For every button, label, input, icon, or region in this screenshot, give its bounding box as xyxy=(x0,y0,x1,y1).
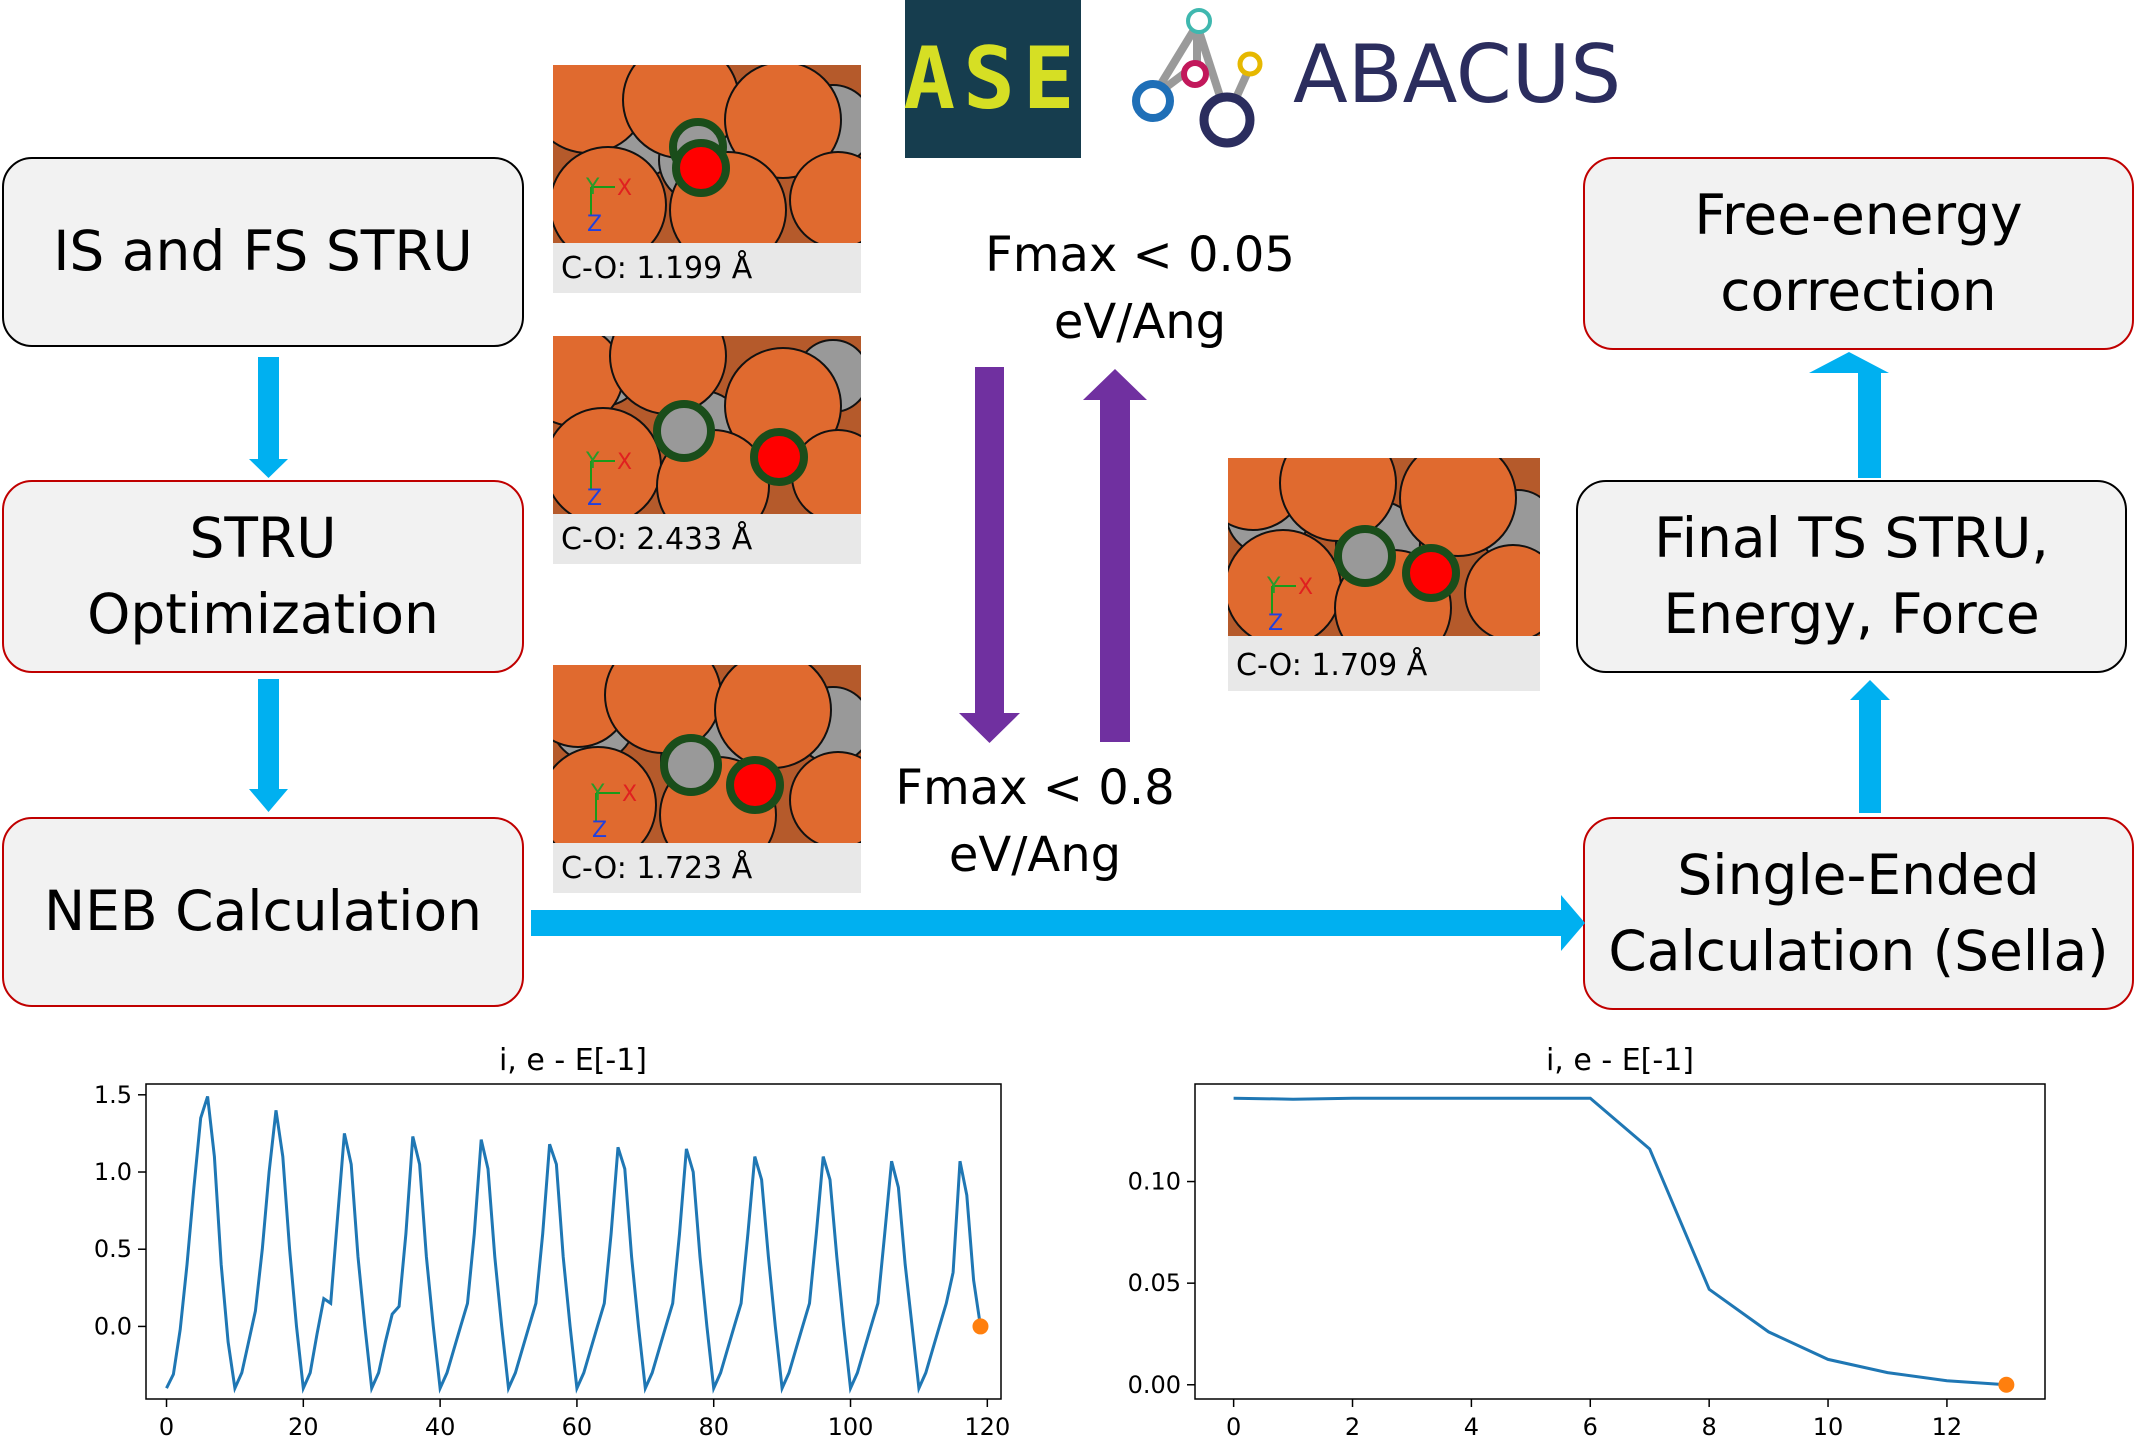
axis-triad-1: Y X Z xyxy=(585,175,632,237)
atomic-structure-2: Y X Z xyxy=(553,336,861,514)
x-tick-label: 120 xyxy=(964,1413,1010,1441)
x-tick-label: 40 xyxy=(425,1413,456,1441)
x-tick-label: 6 xyxy=(1583,1413,1598,1441)
stru-optimization-box: STRU Optimization xyxy=(2,480,524,673)
snapshot-2: Y X Z C-O: 2.433 Å xyxy=(553,336,861,564)
x-tick-label: 60 xyxy=(562,1413,593,1441)
arrow-down-1 xyxy=(249,357,288,478)
x-tick-label: 8 xyxy=(1702,1413,1717,1441)
is-fs-stru-label: IS and FS STRU xyxy=(53,219,473,284)
axis-x-glyph-1: X xyxy=(617,176,632,201)
axis-y-glyph-2: Y xyxy=(585,449,600,474)
flow-arrows xyxy=(249,352,1890,951)
endpoint-marker xyxy=(972,1318,989,1335)
free-energy-correction-box: Free-energy correction xyxy=(1583,157,2134,350)
free-energy-correction-label: Free-energy correction xyxy=(1694,182,2023,323)
axis-triad-2: Y X Z xyxy=(585,449,632,511)
final-ts-label: Final TS STRU, Energy, Force xyxy=(1654,505,2049,646)
plot-frame xyxy=(1194,1083,2046,1400)
plot-frame xyxy=(145,1083,1002,1400)
y-tick-label: 0.10 xyxy=(1128,1168,1181,1196)
abacus-logo-text: ABACUS xyxy=(1293,28,1622,121)
snapshot-caption-4: C-O: 1.709 Å xyxy=(1236,648,1428,683)
axis-z-glyph-1: Z xyxy=(587,212,602,237)
atomic-structure-3: Y X Z xyxy=(553,665,861,843)
fmax-loose-label: Fmax < 0.8 eV/Ang xyxy=(895,760,1175,884)
stru-optimization-label: STRU Optimization xyxy=(87,505,439,646)
snapshot-4: Y X Z C-O: 1.709 Å xyxy=(1228,458,1540,691)
x-tick-label: 80 xyxy=(698,1413,729,1441)
arrow-up-2 xyxy=(1850,680,1890,813)
endpoint-marker xyxy=(1998,1376,2015,1393)
series-line xyxy=(1233,1096,2007,1387)
snapshot-caption-2: C-O: 2.433 Å xyxy=(561,522,753,557)
arrow-right-neb xyxy=(531,895,1585,951)
axis-z-glyph-4: Z xyxy=(1268,611,1283,636)
axis-z-glyph-3: Z xyxy=(592,818,607,843)
y-tick-label: 1.0 xyxy=(94,1158,132,1186)
axis-z-glyph-2: Z xyxy=(587,486,602,511)
axis-x-glyph-2: X xyxy=(617,450,632,475)
snapshot-caption-3: C-O: 1.723 Å xyxy=(561,851,753,886)
x-tick-label: 0 xyxy=(1226,1413,1241,1441)
atomic-structure-1: Y X Z xyxy=(553,65,861,243)
x-tick-label: 20 xyxy=(288,1413,319,1441)
x-tick-label: 4 xyxy=(1464,1413,1479,1441)
arrow-down-purple xyxy=(959,367,1020,743)
x-tick-label: 0 xyxy=(159,1413,174,1441)
axis-x-glyph-3: X xyxy=(622,782,637,807)
criteria-arrows xyxy=(959,367,1147,743)
plot-title: i, e - E[-1] xyxy=(499,1043,647,1078)
y-tick-label: 0.05 xyxy=(1128,1269,1181,1297)
axis-triad-4: Y X Z xyxy=(1266,574,1313,636)
series-line xyxy=(165,1095,982,1394)
axis-triad-3: Y X Z xyxy=(590,781,637,843)
y-tick-label: 0.5 xyxy=(94,1235,132,1263)
neb-calculation-box: NEB Calculation xyxy=(2,817,524,1007)
snapshot-caption-1: C-O: 1.199 Å xyxy=(561,251,753,286)
is-fs-stru-box: IS and FS STRU xyxy=(2,157,524,347)
snapshot-1: Y X Z C-O: 1.199 Å xyxy=(553,65,861,293)
axis-y-glyph-3: Y xyxy=(590,781,605,806)
y-tick-label: 0.00 xyxy=(1128,1371,1181,1399)
plot-title: i, e - E[-1] xyxy=(1546,1043,1694,1078)
axis-y-glyph-4: Y xyxy=(1266,574,1281,599)
arrow-up-purple xyxy=(1083,369,1147,742)
arrow-up-1 xyxy=(1809,352,1889,478)
axis-y-glyph-1: Y xyxy=(585,175,600,200)
y-tick-label: 1.5 xyxy=(94,1081,132,1109)
x-tick-label: 12 xyxy=(1932,1413,1963,1441)
final-ts-box: Final TS STRU, Energy, Force xyxy=(1576,480,2127,673)
ase-logo-text: ASE xyxy=(903,29,1083,129)
axis-x-glyph-4: X xyxy=(1298,575,1313,600)
single-ended-label: Single-Ended Calculation (Sella) xyxy=(1608,842,2109,983)
y-tick-label: 0.0 xyxy=(94,1312,132,1340)
atomic-structure-4: Y X Z xyxy=(1228,458,1540,636)
single-ended-box: Single-Ended Calculation (Sella) xyxy=(1583,817,2134,1010)
ase-logo: ASE xyxy=(903,0,1083,158)
neb-calculation-label: NEB Calculation xyxy=(44,879,482,944)
arrow-down-2 xyxy=(249,679,288,812)
x-tick-label: 100 xyxy=(828,1413,874,1441)
x-tick-label: 2 xyxy=(1345,1413,1360,1441)
abacus-molecule-icon xyxy=(1132,8,1263,148)
fmax-tight-label: Fmax < 0.05 eV/Ang xyxy=(985,227,1295,351)
snapshot-3: Y X Z C-O: 1.723 Å xyxy=(553,665,861,893)
energy-plot-neb: i, e - E[-1] 0 20 40 60 80 100 120 0.0 0.5 1.0 1.5 xyxy=(94,1043,1010,1441)
x-tick-label: 10 xyxy=(1813,1413,1844,1441)
energy-plot-sella: i, e - E[-1] 0 2 4 6 8 10 12 0.00 0.05 0.10 xyxy=(1128,1043,2046,1441)
